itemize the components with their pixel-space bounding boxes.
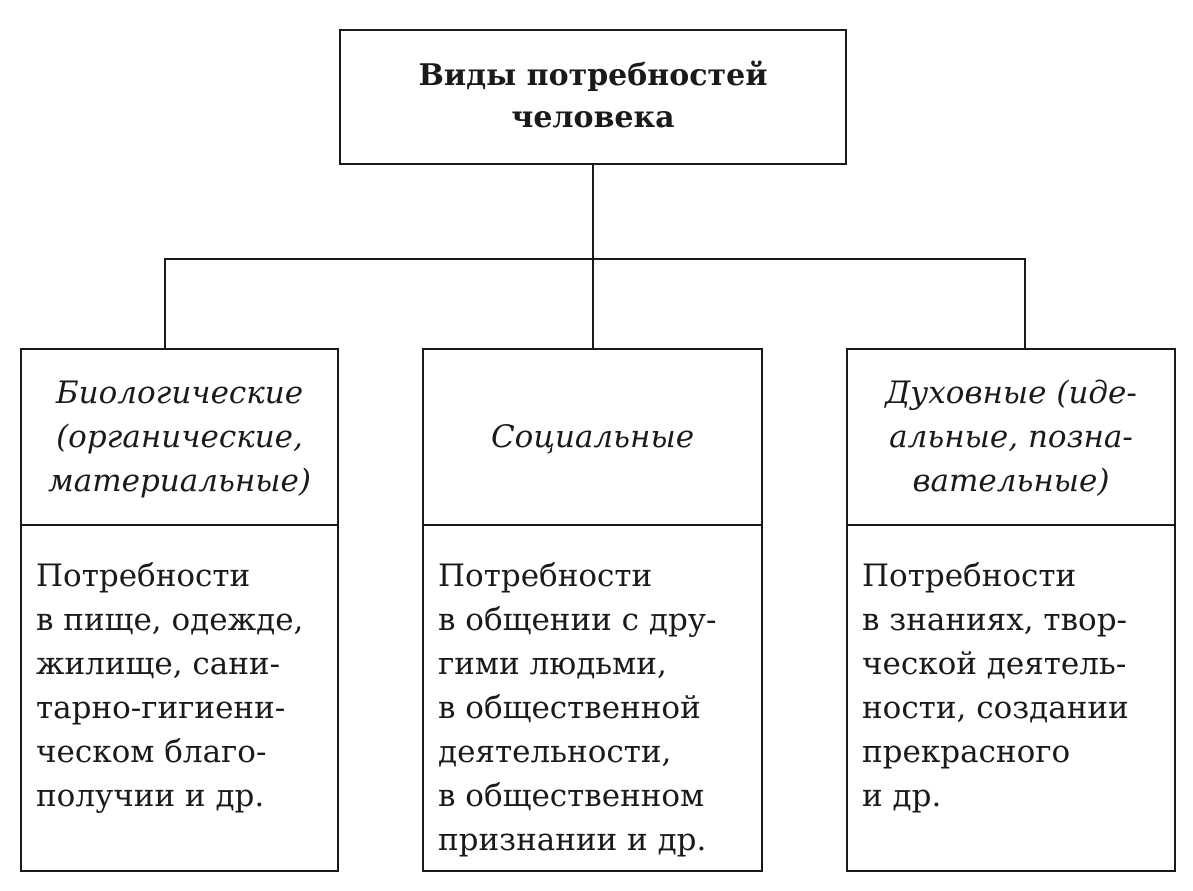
branch-description: Потребности в общении с дру- гими людьми…	[438, 558, 717, 858]
branch-node-spiritual: Духовные (иде- альные, позна- вательные)…	[846, 348, 1176, 872]
root-node: Виды потребностей человека	[339, 29, 847, 165]
branch-header: Биологические (органические, материальны…	[22, 350, 337, 526]
branch-node-biological: Биологические (органические, материальны…	[20, 348, 339, 872]
branch-node-social: Социальные Потребности в общении с дру- …	[422, 348, 763, 872]
branch-title: Биологические (органические, материальны…	[48, 375, 311, 499]
connector-root-down	[592, 165, 594, 259]
branch-header: Социальные	[424, 350, 761, 526]
connector-left-down	[164, 258, 166, 348]
branch-title: Духовные (иде- альные, позна- вательные)	[885, 375, 1137, 499]
branch-description: Потребности в знаниях, твор- ческой деят…	[862, 558, 1129, 814]
connector-middle-down	[592, 258, 594, 348]
branch-description: Потребности в пище, одежде, жилище, сани…	[36, 558, 304, 814]
connector-horizontal	[164, 258, 1026, 260]
root-title: Виды потребностей человека	[418, 58, 768, 135]
branch-header: Духовные (иде- альные, позна- вательные)	[848, 350, 1174, 526]
branch-title: Социальные	[490, 419, 695, 455]
connector-right-down	[1024, 258, 1026, 348]
